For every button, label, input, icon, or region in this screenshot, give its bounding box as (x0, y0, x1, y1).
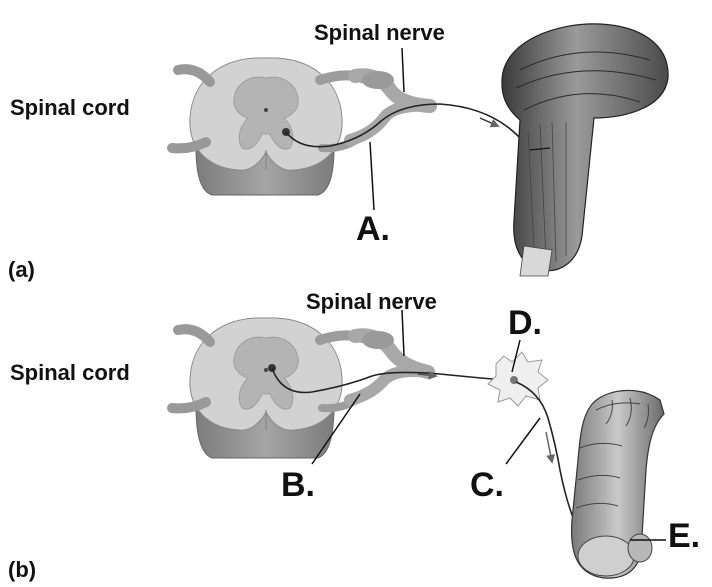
panel-a-tag: (a) (8, 259, 35, 281)
label-b: B. (281, 468, 315, 502)
label-a: A. (356, 212, 390, 246)
label-c: C. (470, 468, 504, 502)
pointer-line-a (370, 142, 374, 210)
postganglionic-neuron (516, 382, 574, 520)
panel-a-drawing (172, 24, 668, 276)
visceral-organ-gut (572, 390, 664, 578)
spinal-cord-section-a (172, 58, 365, 195)
spinal-cord-section-b (172, 318, 365, 458)
panel-b-tag: (b) (8, 559, 36, 581)
pointer-line-c (506, 418, 540, 464)
pointer-line-nerve-b (402, 310, 404, 356)
spinal-nerve-b (350, 331, 428, 400)
spinal-nerve-label-a: Spinal nerve (314, 22, 445, 44)
pointer-line-nerve-a (402, 48, 404, 92)
spinal-nerve-label-b: Spinal nerve (306, 291, 437, 313)
spinal-cord-label-a: Spinal cord (10, 97, 130, 119)
skeletal-muscle (502, 24, 668, 276)
spinal-cord-label-b: Spinal cord (10, 362, 130, 384)
autonomic-ganglion (488, 352, 548, 406)
label-d: D. (508, 306, 542, 340)
panel-b-drawing (172, 310, 666, 578)
label-e: E. (668, 519, 700, 553)
